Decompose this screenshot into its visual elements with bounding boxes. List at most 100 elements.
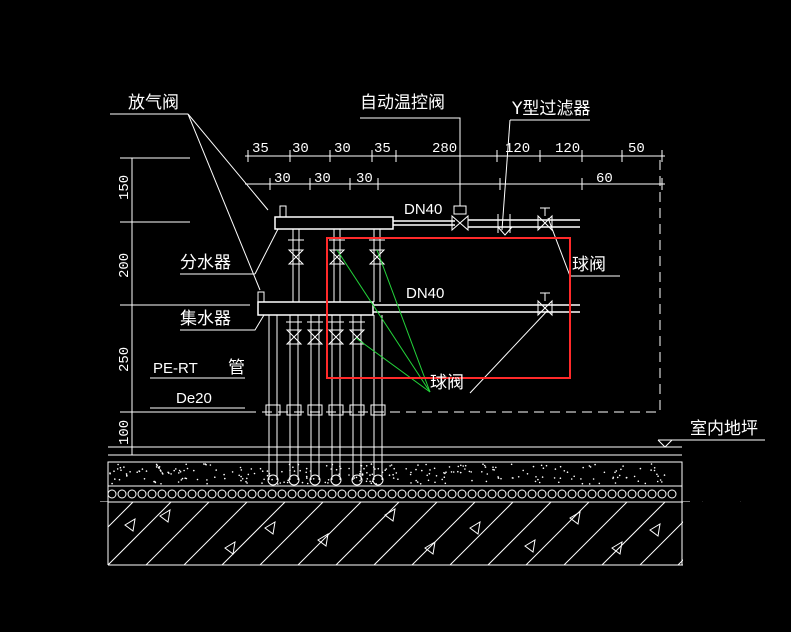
gravel-circle bbox=[177, 489, 187, 499]
gravel-circle bbox=[147, 489, 157, 499]
concrete-dot bbox=[289, 469, 291, 472]
dim-top-8: 50 bbox=[628, 141, 645, 157]
concrete-dot bbox=[309, 470, 312, 472]
dn-mid-label: DN40 bbox=[406, 285, 444, 302]
concrete-dot bbox=[366, 472, 368, 474]
concrete-dot bbox=[266, 474, 269, 477]
concrete-dot bbox=[620, 468, 622, 471]
ball-valve-bottom-label: 球阀 bbox=[430, 373, 464, 393]
aggregate-triangle bbox=[124, 518, 136, 532]
gravel-circle bbox=[577, 489, 587, 499]
y-filter-label: Y型过滤器 bbox=[511, 99, 590, 119]
concrete-dot bbox=[355, 476, 358, 479]
concrete-dot bbox=[138, 470, 140, 472]
gravel-circle bbox=[527, 489, 537, 499]
hatch-line bbox=[183, 501, 248, 566]
concrete-dot bbox=[492, 466, 494, 469]
concrete-dot bbox=[261, 470, 264, 473]
concrete-dot bbox=[614, 471, 616, 474]
pipe-end bbox=[267, 474, 279, 486]
pipe-end bbox=[330, 474, 342, 486]
equipment-box-outline bbox=[131, 158, 661, 413]
concrete-dot bbox=[123, 466, 125, 468]
concrete-dot bbox=[616, 476, 619, 479]
concrete-dot bbox=[375, 483, 377, 485]
concrete-dot bbox=[240, 469, 243, 471]
hatch-line bbox=[107, 501, 172, 566]
concrete-dot bbox=[573, 475, 575, 478]
concrete-dot bbox=[500, 477, 502, 480]
concrete-dot bbox=[444, 482, 447, 485]
gravel-circle bbox=[307, 489, 317, 499]
pipe-end bbox=[351, 474, 363, 486]
concrete-dot bbox=[279, 482, 282, 484]
concrete-dot bbox=[644, 482, 647, 485]
gravel-circle bbox=[407, 489, 417, 499]
gravel-circle bbox=[627, 489, 637, 499]
gravel-circle bbox=[297, 489, 307, 499]
dim-top-4: 35 bbox=[374, 141, 391, 157]
concrete-dot bbox=[441, 478, 444, 481]
concrete-dot bbox=[162, 473, 164, 475]
distributor-label: 分水器 bbox=[180, 253, 231, 273]
aggregate-triangle bbox=[317, 533, 329, 547]
dim-top-7: 120 bbox=[555, 141, 580, 157]
concrete-dot bbox=[563, 470, 566, 472]
dim-second-4: 60 bbox=[596, 171, 613, 187]
concrete-dot bbox=[511, 477, 514, 479]
dim-top-2: 30 bbox=[292, 141, 309, 157]
concrete-dot bbox=[589, 466, 592, 468]
gravel-circle bbox=[337, 489, 347, 499]
concrete-dot bbox=[538, 481, 541, 484]
concrete-dot bbox=[582, 466, 584, 469]
aggregate-triangle bbox=[384, 508, 396, 522]
concrete-dot bbox=[158, 467, 160, 470]
gravel-circle bbox=[237, 489, 247, 499]
concrete-dot bbox=[592, 478, 595, 480]
concrete-dot bbox=[425, 463, 427, 466]
concrete-dot bbox=[185, 477, 188, 480]
concrete-dot bbox=[559, 477, 562, 480]
concrete-dot bbox=[656, 473, 658, 476]
concrete-dot bbox=[203, 463, 205, 465]
gravel-circle bbox=[137, 489, 147, 499]
gravel-circle bbox=[427, 489, 437, 499]
dim-vert-2: 200 bbox=[117, 253, 133, 278]
concrete-dot bbox=[206, 479, 208, 481]
concrete-dot bbox=[526, 473, 529, 475]
ball-valve-leaders-green bbox=[336, 249, 431, 393]
collector-branch-pipes bbox=[265, 315, 386, 486]
concrete-dot bbox=[330, 468, 333, 470]
concrete-dot bbox=[271, 478, 273, 481]
concrete-dot bbox=[566, 471, 569, 474]
gravel-circle bbox=[127, 489, 137, 499]
concrete-dot bbox=[170, 473, 172, 475]
gravel-circle bbox=[107, 489, 117, 499]
concrete-dot bbox=[483, 464, 486, 467]
gravel-circle bbox=[377, 489, 387, 499]
concrete-dot bbox=[444, 472, 446, 475]
gravel-circle bbox=[267, 489, 277, 499]
concrete-dot bbox=[363, 467, 365, 470]
return-valve bbox=[285, 329, 303, 345]
concrete-dot bbox=[545, 464, 548, 467]
concrete-dot bbox=[464, 468, 466, 470]
concrete-dot bbox=[650, 469, 652, 471]
gravel-circle bbox=[367, 489, 377, 499]
concrete-dot bbox=[482, 463, 484, 466]
concrete-dot bbox=[238, 474, 240, 477]
gravel-circle bbox=[507, 489, 517, 499]
concrete-dot bbox=[661, 481, 663, 483]
concrete-dot bbox=[459, 471, 462, 474]
concrete-dot bbox=[588, 465, 591, 467]
gravel-circle bbox=[457, 489, 467, 499]
concrete-dot bbox=[393, 467, 396, 470]
gravel-circle bbox=[597, 489, 607, 499]
gravel-circle bbox=[647, 489, 657, 499]
concrete-dot bbox=[653, 469, 656, 472]
vent-valve-label: 放气阀 bbox=[128, 93, 179, 113]
concrete-dot bbox=[241, 478, 244, 480]
concrete-dot bbox=[253, 472, 256, 475]
concrete-dot bbox=[448, 466, 451, 468]
